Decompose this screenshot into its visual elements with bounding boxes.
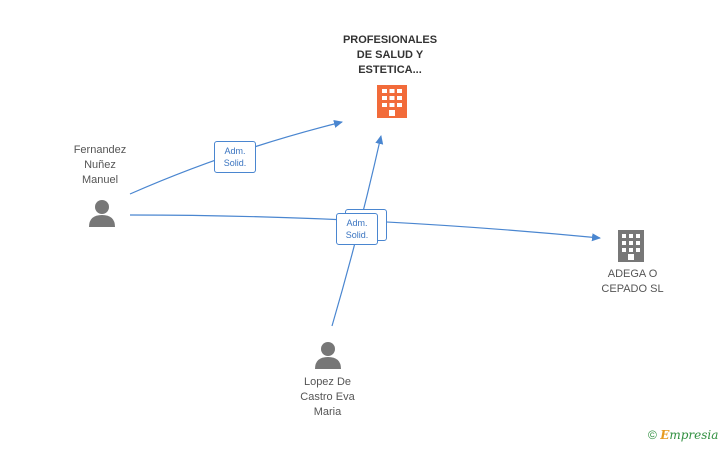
label-line: ADEGA O bbox=[607, 268, 658, 280]
brand-logo: Empresia bbox=[660, 428, 718, 442]
copyright-symbol: © bbox=[648, 428, 657, 442]
label-line: CEPADO SL bbox=[601, 283, 664, 295]
label-line: Lopez De bbox=[303, 376, 352, 388]
main-company-label[interactable]: PROFESIONALES DE SALUD Y ESTETICA... bbox=[330, 33, 450, 78]
label-line: Fernandez bbox=[73, 144, 127, 156]
label-line: PROFESIONALES bbox=[342, 34, 438, 46]
person-label-fernandez[interactable]: Fernandez Nuñez Manuel bbox=[55, 143, 145, 188]
label-line: DE SALUD Y bbox=[356, 49, 424, 61]
label-line: Castro Eva bbox=[300, 391, 355, 403]
person-icon[interactable] bbox=[315, 342, 341, 369]
person-label-lopez[interactable]: Lopez De Castro Eva Maria bbox=[280, 375, 375, 420]
badge-line: Adm. bbox=[346, 218, 368, 228]
label-line: Nuñez bbox=[84, 159, 116, 171]
relation-badge-fernandez-profesionales[interactable]: Adm. Solid. bbox=[214, 141, 256, 173]
badge-line: Solid. bbox=[223, 158, 247, 168]
label-line: Maria bbox=[313, 406, 342, 418]
label-line: ESTETICA... bbox=[358, 64, 422, 76]
brand-footer: © Empresia bbox=[648, 428, 718, 442]
building-icon[interactable] bbox=[618, 230, 644, 262]
relation-badge-stacked[interactable]: Adm. Solid. bbox=[336, 213, 378, 245]
badge-line: Adm. bbox=[224, 146, 246, 156]
person-icon[interactable] bbox=[89, 200, 115, 227]
brand-name: mpresia bbox=[669, 428, 719, 442]
brand-initial: E bbox=[660, 428, 670, 442]
building-icon[interactable] bbox=[377, 85, 407, 118]
label-line: Manuel bbox=[81, 174, 119, 186]
badge-line: Solid. bbox=[345, 230, 369, 240]
company-label-adega[interactable]: ADEGA O CEPADO SL bbox=[590, 267, 675, 297]
